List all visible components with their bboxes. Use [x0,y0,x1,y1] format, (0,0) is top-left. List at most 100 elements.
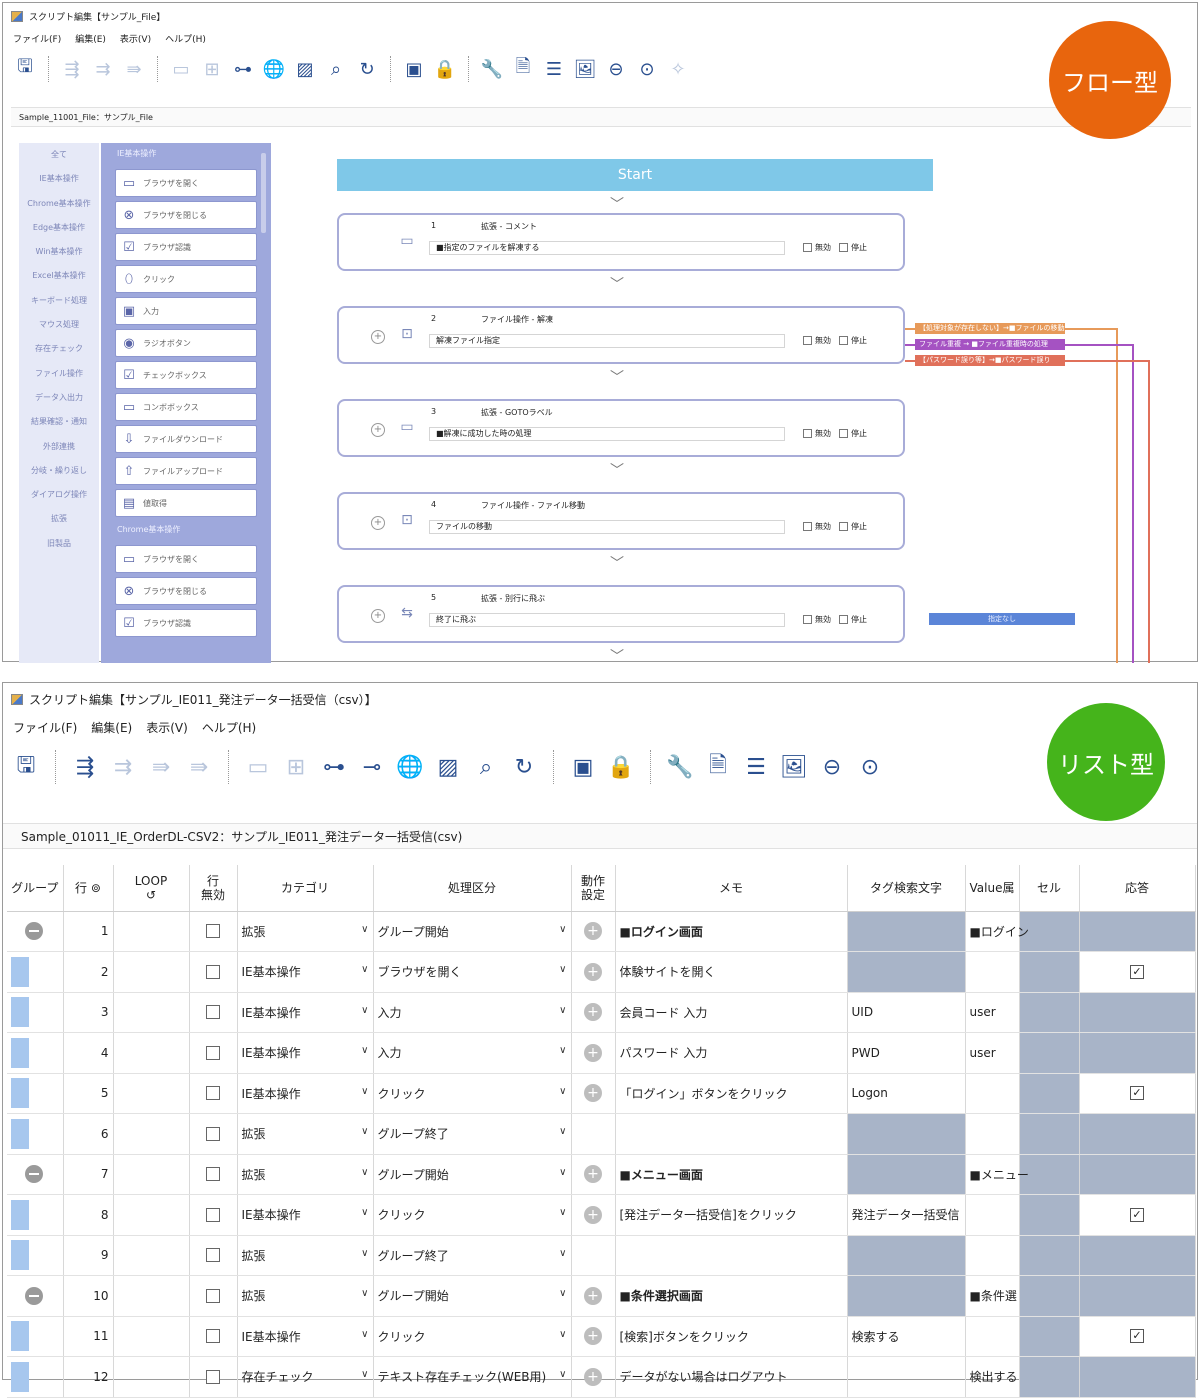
response-cell[interactable]: ✓ [1079,1073,1196,1114]
response-checkbox[interactable]: ✓ [1130,1329,1144,1344]
menu-help[interactable]: ヘルプ(H) [201,720,257,735]
disable-cell[interactable] [189,1316,238,1357]
header-loop[interactable]: LOOP↺ [113,865,190,912]
disable-option[interactable]: 無効 [803,521,831,532]
header-action[interactable]: 処理区分 [373,865,572,912]
add-setting-icon[interactable]: + [584,962,602,981]
setting-cell[interactable]: + [571,992,616,1033]
value-cell[interactable]: user [965,1032,1020,1074]
cell-cell[interactable] [1019,1235,1080,1276]
category-select[interactable]: IE基本操作∨ [237,992,374,1033]
memo-cell[interactable]: [検索]ボタンをクリック [615,1316,848,1357]
setting-cell[interactable]: + [571,1275,616,1317]
action-select[interactable]: グループ開始∨ [373,1154,572,1195]
response-cell[interactable] [1079,1113,1196,1155]
category-select[interactable]: 存在チェック∨ [237,1356,374,1398]
header-cell[interactable]: セル [1019,865,1080,912]
menu-view[interactable]: 表示(V) [146,720,188,735]
action-select[interactable]: クリック∨ [373,1316,572,1357]
category-select[interactable]: IE基本操作∨ [237,951,374,993]
value-cell[interactable]: 検出する [965,1356,1020,1398]
value-cell[interactable] [965,1073,1020,1114]
branch-label[interactable]: ファイル重複 → ■ファイル重複時の処理 [915,339,1065,350]
header-group[interactable]: グループ [7,865,64,912]
group-cell[interactable] [7,1275,64,1317]
cell-cell[interactable] [1019,992,1080,1033]
category-item[interactable]: ダイアログ操作 [31,490,87,500]
category-item[interactable]: Excel基本操作 [32,271,86,281]
disable-cell[interactable] [189,1194,238,1236]
action-select[interactable]: クリック∨ [373,1194,572,1236]
response-checkbox[interactable]: ✓ [1130,1086,1144,1101]
loop-cell[interactable] [113,1316,190,1357]
disable-cell[interactable] [189,992,238,1033]
document-icon[interactable]: 🗎 [709,753,727,778]
memo-cell[interactable]: データがない場合はログアウト [615,1356,848,1398]
wrench-icon[interactable]: 🔧 [666,754,694,780]
menu-edit[interactable]: 編集(E) [75,34,106,45]
group-cell[interactable] [7,911,64,952]
group-cell[interactable] [7,951,64,993]
branch-label[interactable]: 【パスワード誤り等】→■パスワード誤り [915,355,1065,366]
group-cell[interactable] [7,1073,64,1114]
response-cell[interactable] [1079,1032,1196,1074]
category-select[interactable]: IE基本操作∨ [237,1032,374,1074]
setting-cell[interactable]: + [571,1154,616,1195]
setting-cell[interactable]: + [571,1073,616,1114]
cell-cell[interactable] [1019,911,1080,952]
command-item[interactable]: ▭コンボボックス [115,393,257,421]
disable-cell[interactable] [189,951,238,993]
category-item[interactable]: 結果確認・通知 [31,417,87,427]
picture-icon[interactable]: 🖼 [780,754,808,780]
find-icon[interactable]: ⌕ [479,754,493,780]
disable-cell[interactable] [189,1275,238,1317]
collapse-group-icon[interactable] [25,922,43,941]
header-tag[interactable]: タグ検索文字 [847,865,966,912]
command-item[interactable]: ☑ブラウザ認識 [115,609,257,637]
command-item[interactable]: ⇧ファイルアップロード [115,457,257,485]
add-branch-icon[interactable]: + [371,330,385,344]
memo-cell[interactable] [615,1235,848,1276]
command-item[interactable]: ▤値取得 [115,489,257,517]
category-item[interactable]: Edge基本操作 [32,222,86,232]
loop-cell[interactable] [113,951,190,993]
category-select[interactable]: IE基本操作∨ [237,1194,374,1236]
menu-edit[interactable]: 編集(E) [91,720,133,735]
header-response[interactable]: 応答 [1079,865,1196,912]
tag-cell[interactable]: Logon [847,1073,966,1114]
globe-icon[interactable]: 🌐 [262,58,286,80]
command-item[interactable]: ⬯クリック [115,265,257,293]
globe-icon[interactable]: 🌐 [396,754,424,780]
action-select[interactable]: グループ開始∨ [373,911,572,952]
add-setting-icon[interactable]: + [584,1205,602,1224]
menu-file[interactable]: ファイル(F) [13,34,62,45]
header-memo[interactable]: メモ [615,865,848,912]
category-item[interactable]: 旧製品 [47,538,71,548]
add-branch-icon[interactable]: + [371,516,385,530]
lock-icon[interactable]: 🔒 [607,754,635,780]
loop-cell[interactable] [113,911,190,952]
loop-cell[interactable] [113,1113,190,1155]
category-item[interactable]: マウス処理 [39,320,79,330]
action-select[interactable]: 入力∨ [373,992,572,1033]
category-select[interactable]: 拡張∨ [237,1154,374,1195]
document-icon[interactable]: 🗎 [515,56,531,77]
cell-cell[interactable] [1019,1356,1080,1398]
tag-cell[interactable] [847,1154,966,1195]
disable-checkbox[interactable] [206,1086,220,1101]
disable-cell[interactable] [189,1154,238,1195]
value-cell[interactable] [965,1194,1020,1236]
header-row[interactable]: 行 ⊚ [63,865,114,912]
cell-cell[interactable] [1019,1275,1080,1317]
setting-cell[interactable] [571,1113,616,1155]
category-select[interactable]: 拡張∨ [237,1275,374,1317]
save-icon[interactable]: 🖫 [17,56,33,77]
loop-cell[interactable] [113,1235,190,1276]
screen-search-icon[interactable]: ▣ [405,58,423,80]
action-select[interactable]: クリック∨ [373,1073,572,1114]
add-setting-icon[interactable]: + [584,1003,602,1022]
value-cell[interactable] [965,1316,1020,1357]
tag-cell[interactable]: 検索する [847,1316,966,1357]
